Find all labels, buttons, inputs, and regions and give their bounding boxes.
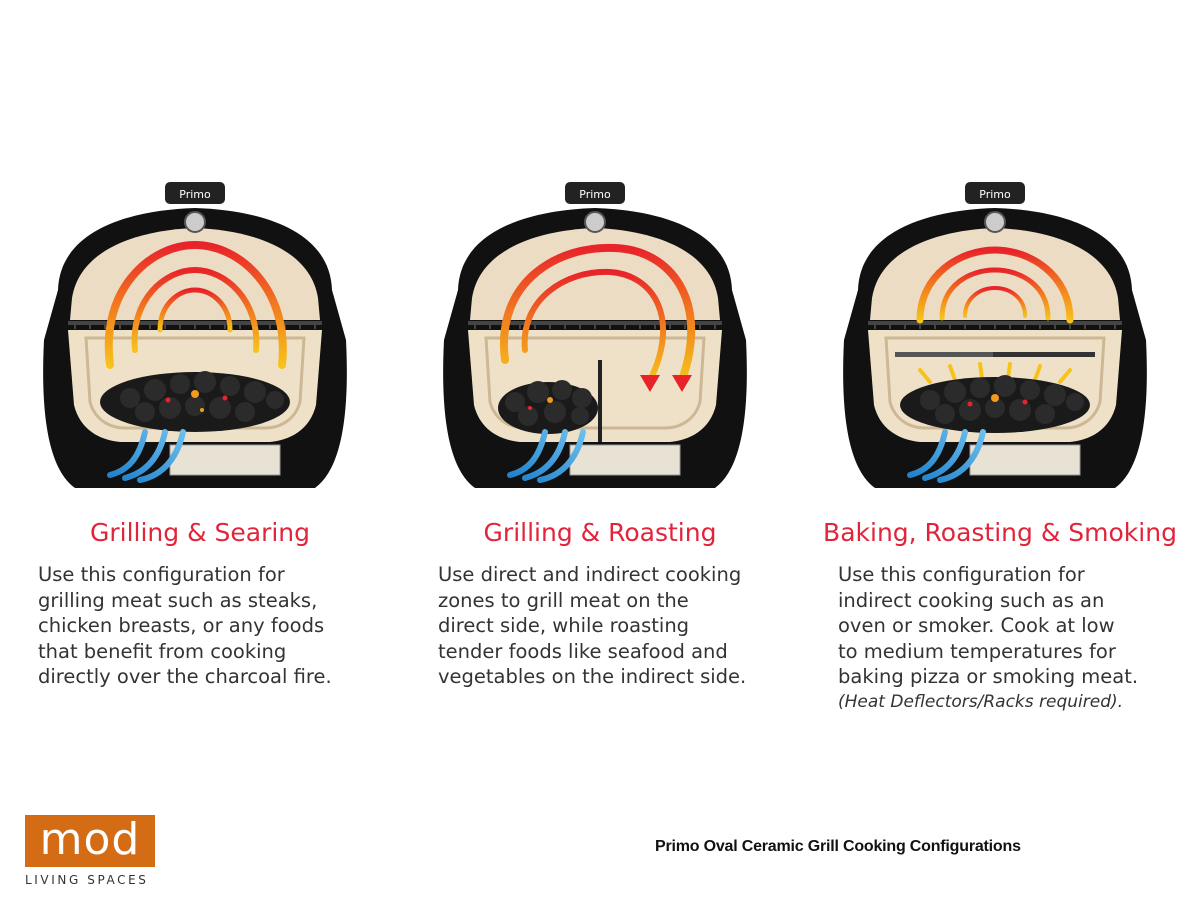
grate-teeth (874, 323, 1116, 329)
panel-grilling-roasting: Primo Grilling & Roasting Use direct and… (420, 170, 790, 730)
thermometer-icon (584, 211, 606, 233)
heat-sweep-inner (521, 268, 667, 383)
requirement-note: (Heat Deflectors/Racks required). (838, 691, 1124, 712)
draft-door (969, 444, 1081, 476)
panel-title: Baking, Roasting & Smoking (823, 518, 1177, 547)
panel-description: Use this configuration for grilling meat… (38, 562, 383, 690)
desc-line: grilling meat such as steaks, (38, 588, 318, 612)
mod-living-spaces-logo: mod LIVING SPACES (25, 815, 155, 887)
heat-arc-middle (939, 267, 1051, 321)
firebox-wall (884, 336, 1106, 430)
desc-line: indirect cooking such as an (838, 588, 1105, 612)
desc-line: directly over the charcoal fire. (38, 665, 332, 688)
charcoal-lumps (920, 375, 1084, 424)
embers (165, 390, 228, 412)
heat-arc-inner (963, 285, 1027, 318)
grate-teeth (474, 323, 716, 329)
embers (528, 397, 553, 410)
heat-deflector (895, 352, 993, 357)
airflow-arrows (107, 429, 186, 483)
thermometer-icon (984, 211, 1006, 233)
airflow-arrows (507, 429, 586, 483)
panel-title: Grilling & Roasting (483, 518, 717, 547)
logo-subtitle: LIVING SPACES (25, 873, 149, 887)
heat-arc-outer (916, 246, 1074, 324)
charcoal-lumps (120, 371, 284, 422)
heat-arc-outer (104, 240, 287, 369)
desc-line: direct side, while roasting (438, 614, 690, 637)
grill-brand: Primo (979, 188, 1011, 201)
desc-line: Use this configuration for (38, 563, 285, 586)
desc-line: chicken breasts, or any foods (38, 614, 325, 637)
embers (967, 394, 1028, 407)
lid-handle (565, 182, 625, 204)
thermometer-icon (184, 211, 206, 233)
firebox-wall (484, 336, 706, 430)
desc-line: vegetables on the indirect side. (438, 665, 747, 688)
airflow-arrows (907, 429, 986, 483)
panel-grilling-searing: Primo Grilling & Searing Use this config… (20, 170, 390, 730)
draft-door (569, 444, 681, 476)
desc-line: oven or smoker. Cook at low (838, 614, 1115, 637)
grill-brand: Primo (579, 188, 611, 201)
heat-deflector (895, 352, 1095, 357)
logo-mark: mod (25, 815, 155, 867)
grate-teeth (74, 323, 316, 329)
heat-arrowhead (672, 375, 692, 392)
panel-description: Use this configuration for indirect cook… (838, 562, 1183, 714)
grill-diagram-indirect: Primo (843, 182, 1147, 488)
lid-handle (165, 182, 225, 204)
desc-line: baking pizza or smoking meat. (838, 665, 1139, 688)
heat-rays (918, 362, 1072, 384)
lid-handle (965, 182, 1025, 204)
grill-dome-interior (870, 228, 1120, 320)
desc-line: Use direct and indirect cooking (438, 563, 742, 586)
grill-dome-interior (70, 228, 320, 320)
figure-caption: Primo Oval Ceramic Grill Cooking Configu… (655, 838, 1021, 855)
desc-line: that benefit from cooking (38, 639, 287, 663)
heat-sweep-outer (499, 243, 696, 384)
heat-arc-inner (157, 287, 233, 333)
firebox-wall (84, 336, 306, 430)
grill-diagram-direct: Primo (43, 182, 347, 488)
grill-brand: Primo (179, 188, 211, 201)
grill-diagram-split: Primo (443, 182, 747, 488)
heat-arrowhead (640, 375, 660, 392)
desc-line: Use this configuration for (838, 563, 1085, 586)
heat-arc-middle (131, 266, 260, 353)
panel-title: Grilling & Searing (89, 518, 311, 547)
desc-line: to medium temperatures for (838, 639, 1116, 663)
charcoal-lumps (505, 380, 592, 426)
desc-line: tender foods like seafood and (438, 639, 728, 663)
desc-line: zones to grill meat on the (438, 588, 689, 612)
draft-door (169, 444, 281, 476)
panel-description: Use direct and indirect cooking zones to… (438, 562, 783, 690)
panel-baking-roasting-smoking: Primo Baking, Roasting & Smoking Use thi… (820, 170, 1190, 730)
